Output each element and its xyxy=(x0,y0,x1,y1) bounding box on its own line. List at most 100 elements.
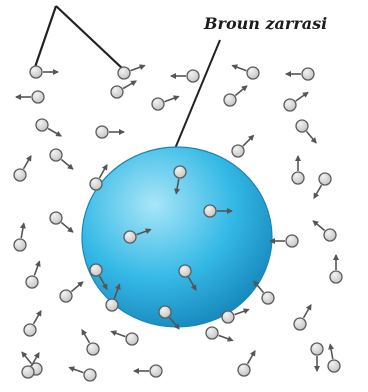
molecule-icon xyxy=(301,67,315,81)
velocity-arrow xyxy=(110,330,126,338)
velocity-arrow xyxy=(98,164,108,179)
molecule xyxy=(49,211,74,233)
molecule xyxy=(205,326,234,342)
molecule xyxy=(158,305,180,330)
leader-line-left xyxy=(32,5,58,71)
velocity-arrow xyxy=(22,155,32,170)
velocity-arrow xyxy=(234,308,250,316)
molecule xyxy=(81,329,100,356)
molecule-icon xyxy=(149,364,163,378)
molecule xyxy=(312,220,337,242)
molecule xyxy=(110,330,139,346)
molecule xyxy=(89,263,108,290)
molecule-icon xyxy=(261,291,275,305)
molecule xyxy=(133,364,163,378)
molecule-icon xyxy=(158,305,172,319)
molecule-icon xyxy=(173,165,187,179)
molecule-icon xyxy=(21,365,35,379)
velocity-arrow xyxy=(295,91,309,102)
velocity-arrow xyxy=(313,184,323,199)
molecule-icon xyxy=(125,332,139,346)
velocity-arrow xyxy=(246,350,256,365)
velocity-arrow xyxy=(136,228,152,236)
molecule-icon xyxy=(310,342,324,356)
molecule xyxy=(231,64,260,80)
velocity-arrow xyxy=(68,366,84,374)
velocity-arrow xyxy=(231,64,247,72)
molecule xyxy=(29,65,59,79)
velocity-arrow xyxy=(21,351,33,365)
molecule xyxy=(170,69,200,83)
velocity-arrow xyxy=(81,329,91,344)
molecule xyxy=(49,148,74,170)
molecule-icon xyxy=(83,368,97,382)
molecule xyxy=(68,366,97,382)
velocity-arrow xyxy=(33,260,41,276)
molecule xyxy=(13,155,32,182)
velocity-arrow xyxy=(60,158,74,170)
molecule xyxy=(151,95,180,111)
velocity-arrow xyxy=(70,281,84,293)
molecule-icon xyxy=(318,172,332,186)
velocity-arrow xyxy=(234,85,248,97)
velocity-arrow xyxy=(253,280,265,294)
molecule xyxy=(293,304,312,331)
molecule-icon xyxy=(151,97,165,111)
molecule xyxy=(89,164,108,191)
molecule-icon xyxy=(223,93,237,107)
molecule xyxy=(310,342,324,372)
velocity-arrow xyxy=(312,220,326,232)
molecule-icon xyxy=(110,85,124,99)
molecule xyxy=(35,118,62,137)
molecule-icon xyxy=(293,317,307,331)
molecule xyxy=(123,228,152,244)
molecule xyxy=(117,64,146,80)
molecule-icon xyxy=(13,238,27,252)
molecule-icon xyxy=(31,90,45,104)
molecule xyxy=(110,80,137,99)
molecule xyxy=(327,343,341,373)
velocity-arrow xyxy=(60,221,74,233)
molecule-icon xyxy=(231,144,245,158)
molecule xyxy=(237,350,256,377)
molecule xyxy=(13,222,27,252)
velocity-arrow xyxy=(187,276,197,291)
molecule-icon xyxy=(285,234,299,248)
velocity-arrow xyxy=(47,127,62,137)
velocity-arrow xyxy=(122,80,137,90)
velocity-arrow xyxy=(174,178,181,195)
molecule-icon xyxy=(117,66,131,80)
molecule-icon xyxy=(205,326,219,340)
molecule-icon xyxy=(89,177,103,191)
molecule xyxy=(283,91,309,112)
molecule-icon xyxy=(35,118,49,132)
velocity-arrow xyxy=(168,316,180,330)
molecule-icon xyxy=(237,363,251,377)
molecule xyxy=(223,85,248,107)
molecule-icon xyxy=(29,65,43,79)
molecule xyxy=(269,234,299,248)
molecule xyxy=(203,204,233,218)
velocity-arrow xyxy=(30,352,40,367)
velocity-arrow xyxy=(130,64,146,72)
molecule-icon xyxy=(327,359,341,373)
molecule xyxy=(15,90,45,104)
velocity-arrow xyxy=(98,275,108,290)
leader-line-right xyxy=(55,5,125,71)
molecule xyxy=(329,254,343,284)
molecule-icon xyxy=(246,66,260,80)
molecule xyxy=(221,308,250,324)
molecule-icon xyxy=(283,98,297,112)
molecule-icon xyxy=(23,323,37,337)
molecule-icon xyxy=(221,310,235,324)
velocity-arrow xyxy=(218,334,234,342)
molecule-icon xyxy=(49,211,63,225)
molecule-icon xyxy=(95,125,109,139)
velocity-arrow xyxy=(164,95,180,103)
molecule-icon xyxy=(25,275,39,289)
molecule-icon xyxy=(105,298,119,312)
molecule xyxy=(291,155,305,185)
velocity-arrow xyxy=(302,304,312,319)
